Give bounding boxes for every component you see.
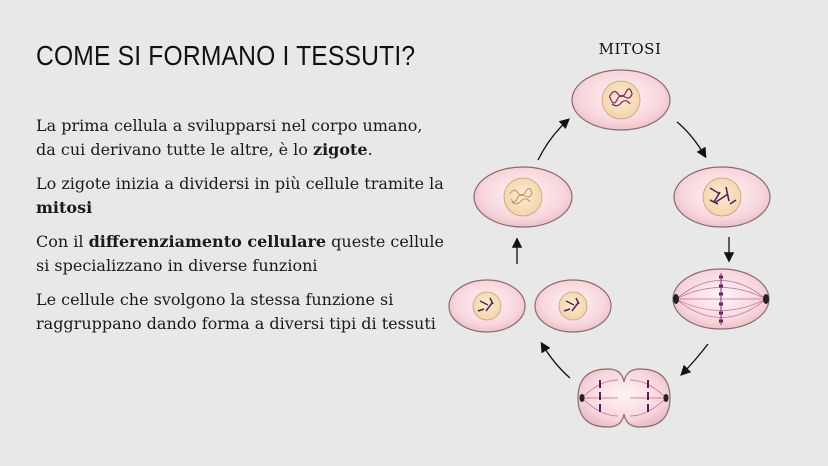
paragraph-text: queste cellule si specializzano in diver… (36, 232, 444, 275)
cell-top-interphase (571, 69, 671, 131)
paragraph-mitosi: Lo zigote inizia a dividersi in più cell… (36, 172, 446, 220)
arrow-left-top (537, 118, 570, 161)
arrow-top-right (676, 121, 707, 159)
slide-title: COME SI FORMANO I TESSUTI? (36, 40, 416, 71)
mitosis-diagram: MITOSI (440, 30, 828, 450)
cell-bottom-anaphase (577, 368, 671, 428)
cell-left-interphase (473, 166, 573, 228)
paragraph-text: Lo zigote inizia a dividersi in più cell… (36, 174, 444, 193)
mitosis-cycle-svg (448, 69, 771, 428)
paragraph-text: La prima cellula a svilupparsi nel corpo… (36, 116, 423, 159)
paragraph-tessuti: Le cellule che svolgono la stessa funzio… (36, 288, 446, 336)
arrow-bottom-left (540, 341, 571, 379)
paragraph-text: Con il (36, 232, 89, 251)
paragraph-text: Le cellule che svolgono la stessa funzio… (36, 290, 436, 333)
body-text: La prima cellula a svilupparsi nel corpo… (36, 114, 446, 346)
cycle-arrows (511, 118, 735, 379)
cell-right-metaphase (672, 268, 770, 330)
bold-term-zigote: zigote (313, 140, 368, 159)
paragraph-text: . (367, 140, 373, 159)
daughter-cell-left (448, 279, 526, 333)
cell-right-prophase (673, 166, 771, 228)
daughter-cell-right (534, 279, 612, 333)
bold-term-differenziamento: differenziamento cellulare (88, 232, 327, 251)
bold-term-mitosi: mitosi (36, 198, 93, 217)
diagram-label: MITOSI (598, 40, 662, 58)
paragraph-differenziamento: Con il differenziamento cellulare queste… (36, 230, 446, 278)
paragraph-zigote: La prima cellula a svilupparsi nel corpo… (36, 114, 446, 162)
arrow-right-bottom (680, 343, 709, 376)
